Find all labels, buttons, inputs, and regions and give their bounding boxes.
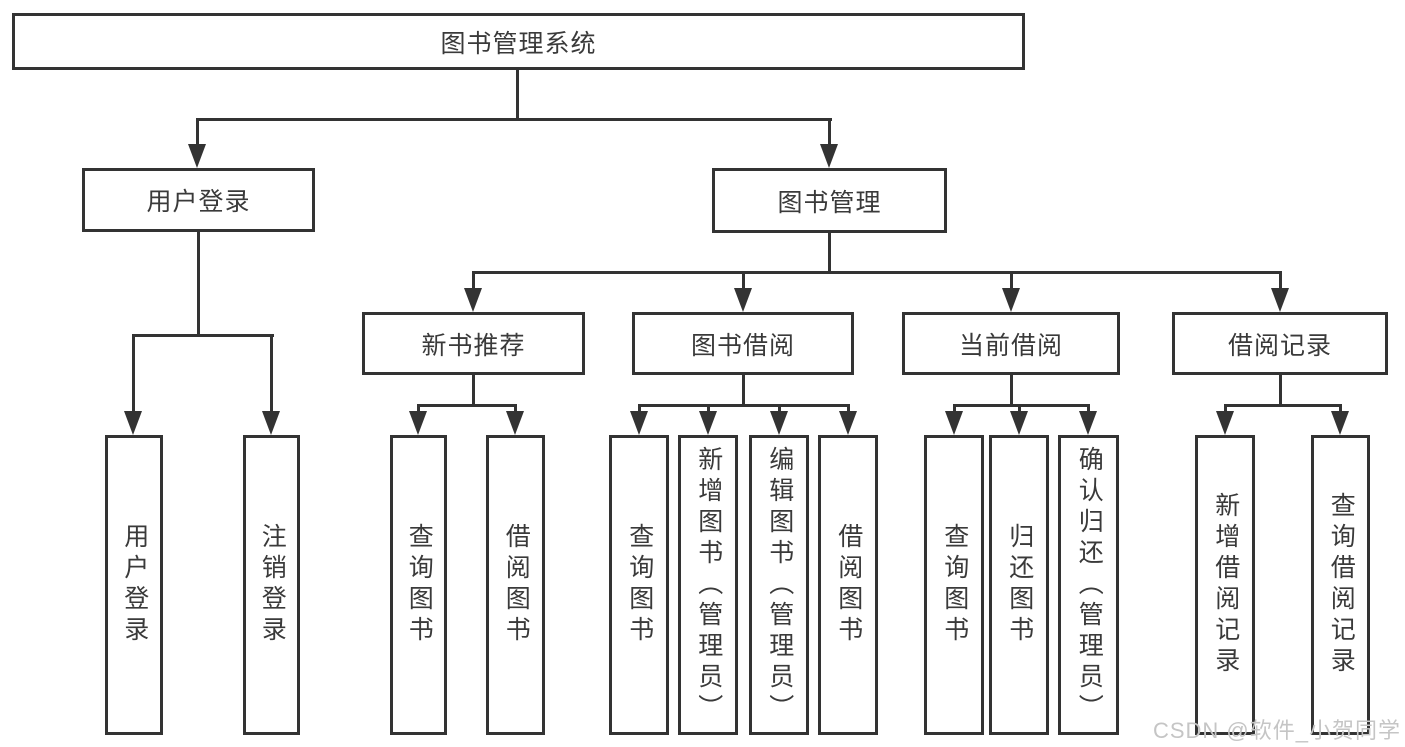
- connector-user-login-bar: [132, 334, 274, 337]
- connector-drop-leaf: [417, 404, 420, 415]
- leaf-borrow-books: 借阅图书: [818, 435, 878, 735]
- leaf-add-borrow-record-label: 新增借阅记录: [1211, 492, 1240, 678]
- arrow-down-icon: [1331, 411, 1349, 435]
- connector-book-borrow-stem: [742, 375, 745, 406]
- connector-drop-book-borrow: [742, 271, 745, 292]
- arrow-down-icon: [1002, 288, 1020, 312]
- connector-current-borrow-stem: [1010, 375, 1013, 406]
- arrow-down-icon: [1079, 411, 1097, 435]
- node-book-borrow: 图书借阅: [632, 312, 854, 375]
- leaf-query-books-current: 查询图书: [924, 435, 984, 735]
- leaf-borrow-books-recommend-label: 借阅图书: [502, 523, 531, 647]
- node-new-book-recommend-label: 新书推荐: [421, 331, 526, 360]
- connector-new-book-bar: [417, 404, 517, 407]
- leaf-confirm-return-admin: 确认归还（管理员）: [1058, 435, 1119, 735]
- node-book-management-label: 图书管理: [777, 188, 882, 217]
- arrow-down-icon: [820, 144, 838, 168]
- connector-root-bar: [196, 118, 832, 121]
- connector-drop-book-management: [828, 118, 831, 148]
- arrow-down-icon: [124, 411, 142, 435]
- node-new-book-recommend: 新书推荐: [362, 312, 585, 375]
- connector-book-management-bar: [472, 271, 1282, 274]
- arrow-down-icon: [1216, 411, 1234, 435]
- leaf-query-books-borrow: 查询图书: [609, 435, 669, 735]
- connector-drop-leaf: [707, 404, 710, 415]
- connector-drop-leaf: [1339, 404, 1342, 415]
- connector-drop-leaf: [638, 404, 641, 415]
- leaf-query-books-recommend: 查询图书: [390, 435, 447, 735]
- leaf-query-borrow-record: 查询借阅记录: [1311, 435, 1370, 735]
- leaf-add-borrow-record: 新增借阅记录: [1195, 435, 1255, 735]
- leaf-confirm-return-admin-label: 确认归还（管理员）: [1075, 445, 1104, 725]
- leaf-add-book-admin: 新增图书（管理员）: [678, 435, 738, 735]
- connector-drop-current-borrow: [1010, 271, 1013, 292]
- leaf-user-login: 用户登录: [105, 435, 163, 735]
- arrow-down-icon: [630, 411, 648, 435]
- connector-drop-leaf: [953, 404, 956, 415]
- connector-drop-leaf: [270, 334, 273, 416]
- node-book-borrow-label: 图书借阅: [690, 331, 795, 360]
- leaf-return-books-label: 归还图书: [1005, 523, 1034, 647]
- connector-drop-leaf: [778, 404, 781, 415]
- leaf-query-books-recommend-label: 查询图书: [405, 523, 434, 647]
- arrow-down-icon: [839, 411, 857, 435]
- connector-root-stem: [516, 70, 519, 120]
- connector-drop-user-login: [196, 118, 199, 148]
- connector-drop-borrow-record: [1279, 271, 1282, 292]
- leaf-borrow-books-label: 借阅图书: [834, 523, 863, 647]
- arrow-down-icon: [699, 411, 717, 435]
- arrow-down-icon: [1271, 288, 1289, 312]
- connector-drop-leaf: [132, 334, 135, 416]
- leaf-query-books-borrow-label: 查询图书: [625, 523, 654, 647]
- leaf-add-book-admin-label: 新增图书（管理员）: [694, 445, 723, 725]
- leaf-user-login-label: 用户登录: [120, 523, 149, 647]
- node-current-borrow: 当前借阅: [902, 312, 1120, 375]
- arrow-down-icon: [945, 411, 963, 435]
- connector-drop-new-book: [472, 271, 475, 292]
- connector-new-book-stem: [472, 375, 475, 406]
- connector-book-borrow-bar: [638, 404, 850, 407]
- leaf-borrow-books-recommend: 借阅图书: [486, 435, 545, 735]
- arrow-down-icon: [734, 288, 752, 312]
- connector-drop-leaf: [847, 404, 850, 415]
- connector-current-borrow-bar: [953, 404, 1090, 407]
- arrow-down-icon: [464, 288, 482, 312]
- node-borrow-records: 借阅记录: [1172, 312, 1388, 375]
- connector-borrow-record-stem: [1279, 375, 1282, 406]
- node-borrow-records-label: 借阅记录: [1227, 331, 1332, 360]
- connector-book-management-stem: [828, 233, 831, 274]
- node-root-label: 图书管理系统: [440, 29, 597, 58]
- node-current-borrow-label: 当前借阅: [958, 331, 1063, 360]
- watermark: CSDN @软件_小贺同学: [1152, 718, 1401, 743]
- leaf-logout-label: 注销登录: [258, 523, 287, 647]
- arrow-down-icon: [262, 411, 280, 435]
- arrow-down-icon: [188, 144, 206, 168]
- arrow-down-icon: [770, 411, 788, 435]
- leaf-query-borrow-record-label: 查询借阅记录: [1327, 492, 1356, 678]
- node-user-login: 用户登录: [82, 168, 315, 232]
- node-user-login-label: 用户登录: [146, 188, 251, 216]
- node-book-management: 图书管理: [712, 168, 947, 233]
- connector-drop-leaf: [1224, 404, 1227, 415]
- node-root: 图书管理系统: [12, 13, 1025, 70]
- leaf-query-books-current-label: 查询图书: [940, 523, 969, 647]
- arrow-down-icon: [409, 411, 427, 435]
- arrow-down-icon: [506, 411, 524, 435]
- leaf-edit-book-admin: 编辑图书（管理员）: [749, 435, 809, 735]
- connector-borrow-record-bar: [1224, 404, 1342, 407]
- connector-drop-leaf: [1087, 404, 1090, 415]
- connector-user-login-stem: [197, 232, 200, 336]
- connector-drop-leaf: [514, 404, 517, 415]
- leaf-edit-book-admin-label: 编辑图书（管理员）: [765, 445, 794, 725]
- leaf-return-books: 归还图书: [989, 435, 1049, 735]
- connector-drop-leaf: [1018, 404, 1021, 415]
- leaf-logout: 注销登录: [243, 435, 300, 735]
- arrow-down-icon: [1010, 411, 1028, 435]
